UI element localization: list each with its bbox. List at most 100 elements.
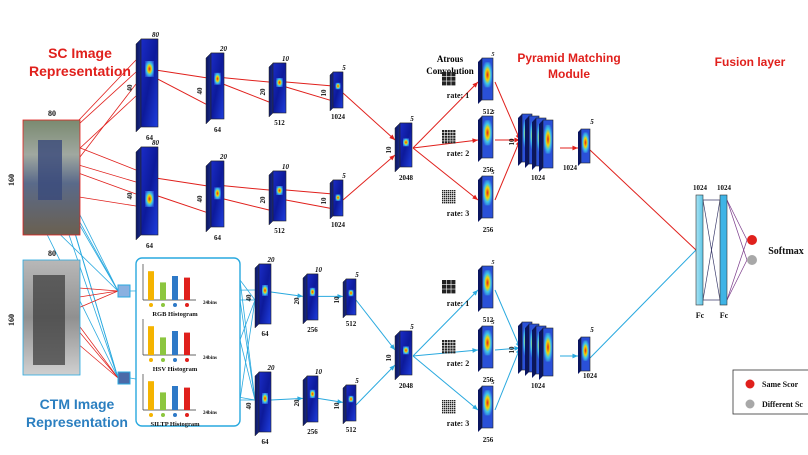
rate-grid-cell [442, 345, 445, 348]
fc-softmax-line [726, 199, 748, 261]
rate-grid-cell [442, 351, 445, 354]
sc-merge-block [394, 122, 413, 173]
sc-atrous-dim-3: 5 [492, 170, 495, 176]
sc-atrous-block-1 [478, 57, 494, 104]
fc-layer-1 [695, 194, 704, 306]
histogram-bar [184, 332, 190, 355]
rate-grid-cell [450, 340, 453, 343]
ctm-output-block [578, 336, 591, 374]
arrow-line [412, 81, 479, 149]
rate-grid-cell [452, 412, 454, 414]
rate-grid-cell [454, 408, 456, 410]
arrow-line [412, 289, 479, 357]
arrow-line [494, 347, 521, 411]
ctm-bot-dim-channels-1: 64 [262, 438, 270, 446]
rate-grid-cell [450, 194, 452, 196]
rate-grid-cell [442, 408, 444, 410]
sc-atrous-channels-3: 256 [483, 226, 494, 234]
arrow-head [337, 399, 343, 404]
sc-top-block-2-activation [214, 72, 221, 85]
sc-rate-icon-1 [442, 72, 456, 86]
sc-output-block-side [578, 129, 581, 166]
sc-pyramid-stack-layer-4-heatmap [544, 124, 552, 154]
rate-grid-cell [450, 138, 453, 141]
sc-atrous-dim-2: 5 [492, 110, 495, 116]
histogram-marker [161, 358, 165, 362]
rate-grid-cell [452, 410, 454, 412]
sc-photo-border [22, 119, 81, 236]
rate-grid-cell [453, 348, 456, 351]
fc-softmax-line [726, 239, 748, 301]
rate-grid-cell [454, 406, 456, 408]
histogram-marker [185, 358, 189, 362]
sc-mid-dim-height-3: 20 [259, 196, 267, 204]
rate-grid-cell [442, 141, 445, 144]
ctm-top-dim-depth-3: 5 [355, 271, 359, 279]
rate-grid-cell [444, 400, 446, 402]
ctm-title: CTM Image Representation [8, 395, 146, 431]
ctm-top-block-1-side [254, 263, 260, 329]
rate-grid-cell [442, 348, 445, 351]
legend-label-1: Same Scor [762, 380, 799, 389]
rate-grid-cell [450, 348, 453, 351]
sc-atrous-block-3-heatmap [483, 180, 492, 206]
rate-grid-cell [444, 404, 446, 406]
arrow-line [342, 92, 396, 141]
sc-top-block-3-activation [276, 78, 283, 87]
ctm-atrous-block-2 [478, 325, 494, 372]
rate-grid-cell [442, 289, 447, 294]
ctm-atrous-dim-3: 5 [492, 380, 495, 386]
histogram-out-line [239, 299, 256, 401]
sc-top-dim-height-2: 40 [196, 87, 204, 95]
arrow-head [297, 396, 303, 402]
rate-grid-cell [453, 130, 456, 133]
rate-grid-cell [450, 141, 453, 144]
ctm-rate-icon-2 [442, 340, 456, 354]
histogram-bar [184, 387, 190, 410]
histogram-box [135, 257, 241, 427]
fusion-title: Fusion layer [714, 55, 786, 69]
sc-atrous-channels-1: 512 [483, 108, 494, 116]
rate-grid-cell [452, 400, 454, 402]
rate-grid-cell [453, 138, 456, 141]
ctm-atrous-dim-1: 5 [492, 260, 495, 266]
pyramid-title-line2: Module [548, 67, 590, 81]
ctm-top-dim-channels-1: 64 [262, 330, 270, 338]
pyramid-title-line1: Pyramid Matching [517, 51, 621, 65]
arrow-line [412, 139, 479, 149]
ctm-bot-block-2-face [306, 375, 319, 423]
sc-pyramid-stack-layer-1-side [518, 114, 522, 166]
histogram-label-2: HSV Histogram [153, 366, 198, 373]
ctm-bot-dim-depth-2: 10 [315, 368, 323, 376]
sc-top-dim-depth-3: 10 [282, 55, 290, 63]
ctm-bot-block-1-activation [262, 393, 268, 404]
ctm-pyramid-stack-layer-4-heatmap [544, 332, 552, 362]
arrow-head [572, 353, 578, 359]
histogram-bins-1: 24bins [203, 301, 217, 306]
histogram-label-3: SILTP Histogram [150, 421, 200, 428]
histogram-bar [160, 392, 166, 410]
ctm-pyramid-stack-layer-1-side [518, 322, 522, 374]
sc-top-dim-height-1: 40 [126, 84, 134, 92]
histogram-bar [184, 277, 190, 300]
ctm-pyramid-stack-layer-4 [539, 327, 554, 380]
ctm-output-block-heatmap [582, 340, 589, 361]
sc-output-channels: 1024 [563, 164, 578, 172]
rate-grid-cell [450, 412, 452, 414]
rate-grid-cell [453, 132, 456, 135]
ctm-merge-dim-channels: 2048 [399, 382, 414, 390]
rate-grid-cell [454, 200, 456, 202]
sc-mid-dim-depth-3: 10 [282, 163, 290, 171]
rate-grid-cell [442, 72, 447, 77]
sc-output-block-heatmap [582, 132, 589, 153]
rate-grid-cell [442, 284, 447, 289]
histogram-marker [173, 358, 177, 362]
softmax-label: Softmax [768, 246, 804, 257]
sc-title: SC Image Representation [16, 44, 144, 80]
arrow-head [389, 365, 395, 371]
fc1-label: Fc [696, 311, 705, 320]
legend-marker-2 [745, 399, 755, 409]
rate-grid-cell [444, 196, 446, 198]
connection-line [223, 83, 270, 103]
